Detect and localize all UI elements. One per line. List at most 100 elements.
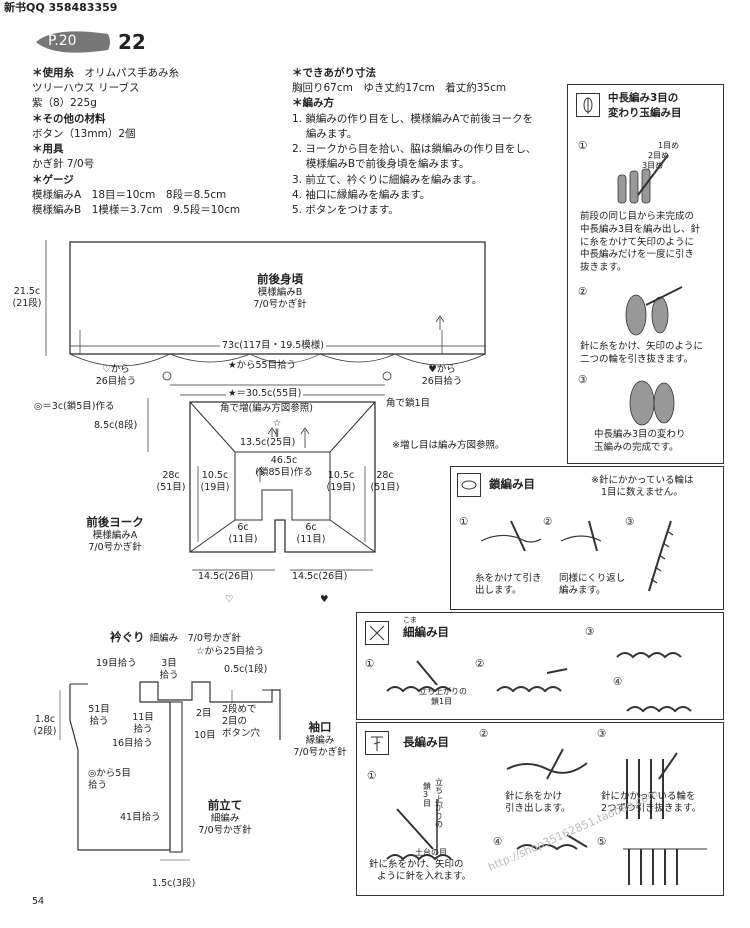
stitch-box-chain: 鎖編み目 ※針にかかっている輪は 1目に数えません。 ① ② ③ 糸をかけて引き… bbox=[450, 466, 724, 610]
puff-desc-1-l2: 中長編み3目を編み出し、針 bbox=[580, 223, 701, 235]
side-outer-left: 28c (51目) bbox=[156, 470, 186, 494]
pick-center: ★から55目拾う bbox=[228, 360, 297, 371]
sc-illustrations bbox=[386, 652, 692, 713]
dc-desc-3-l2: 2つずつ引き抜きます。 bbox=[601, 802, 702, 814]
tools-value: かぎ針 7/0号 bbox=[32, 158, 95, 171]
body-label: 前後身頃 模様編みB 7/0号かぎ針 bbox=[200, 272, 360, 311]
puff-stitch-icon bbox=[576, 93, 600, 117]
puff-lbl-2: 2目め bbox=[648, 151, 670, 160]
puff-step-3-illustration bbox=[629, 380, 675, 426]
puff-step-1-num: ① bbox=[578, 140, 588, 152]
inc-note: ※増し目は編み方図参照。 bbox=[392, 440, 505, 451]
pick-51: 51目 拾う bbox=[84, 704, 114, 728]
page-ref: P.20 bbox=[48, 33, 77, 49]
gauge-a: 模様編みA 18目＝10cm 8段＝8.5cm bbox=[32, 188, 227, 201]
collar-height: 0.5c(1段) bbox=[224, 664, 268, 675]
pick-5a: ◎から5目 bbox=[88, 768, 131, 779]
corner-chain: 角で鎖1目 bbox=[386, 398, 431, 409]
chain-start: 46.5c (鎖85目)作る bbox=[252, 455, 316, 479]
body-hook: 7/0号かぎ針 bbox=[253, 298, 307, 310]
side-outer-right: 28c (51目) bbox=[370, 470, 400, 494]
puff-title: 中長編み3目の 変わり玉編み目 bbox=[608, 91, 682, 121]
step-2: 2. ヨークから目を拾い、脇は鎖編みの作り目をし、 bbox=[292, 143, 537, 156]
dc-step-4-num: ④ bbox=[493, 836, 503, 848]
side-inner-left-cm: 10.5c bbox=[201, 470, 229, 481]
side-inner-right-sts: (19目) bbox=[326, 481, 356, 493]
cuff-width: 1.8c (2段) bbox=[30, 714, 60, 738]
cuff-width-rows: (2段) bbox=[33, 725, 57, 737]
sc-note: 立ち上がりの 鎖1目 bbox=[419, 687, 467, 706]
dc-step-5-num: ⑤ bbox=[597, 836, 607, 848]
puff-desc-1-l5: 抜きます。 bbox=[580, 262, 627, 274]
puff-desc-1-l3: に糸をかけて矢印のように bbox=[580, 236, 695, 248]
stitch-box-dc: 長編み目 ① ② ③ ④ ⑤ 立ち上がりの 鎖3目 土台の目 針に糸をかけ、矢印… bbox=[356, 722, 724, 896]
pick-19: 19目拾う bbox=[96, 658, 137, 669]
pattern-number: 22 bbox=[118, 30, 146, 54]
pick-5: ◎から5目 拾う bbox=[88, 768, 131, 792]
pick-5b: 拾う bbox=[88, 779, 108, 791]
pick-3b: 拾う bbox=[159, 669, 179, 681]
page-number: 54 bbox=[32, 896, 45, 907]
puff-step-1-illustration bbox=[617, 154, 669, 204]
step-2b: 模様編みBで前後身頃を編みます。 bbox=[292, 158, 470, 171]
puff-desc-1-l4: 中長編みだけを一度に引き bbox=[580, 249, 695, 261]
band-spec2: 7/0号かぎ針 bbox=[198, 824, 252, 836]
side-inner-right: 10.5c (19目) bbox=[324, 470, 358, 494]
puff-step-2-num: ② bbox=[578, 286, 588, 298]
pick-11: 11目 拾う bbox=[128, 712, 158, 736]
pick-left: ♡から 26目拾う bbox=[86, 364, 146, 388]
pick-right-1: ♥から bbox=[428, 364, 456, 375]
cuff-label: 袖口 縁編み 7/0号かぎ針 bbox=[280, 720, 360, 759]
stitch-box-puff: 中長編み3目の 変わり玉編み目 ① 1目め 2目め 3目め 前段の同じ目から未完… bbox=[567, 84, 724, 464]
dc-desc-1: 針に糸をかけ、矢印の ように針を入れます。 bbox=[369, 859, 471, 883]
puff-desc-3-l1: 中長編み3目の変わり bbox=[594, 429, 686, 440]
body-pattern: 模様編みB bbox=[257, 286, 303, 298]
dc-desc-3-l1: 針にかかっている輪を bbox=[601, 791, 696, 802]
yoke-outline bbox=[189, 401, 376, 553]
collar-spec: 細編み 7/0号かぎ針 bbox=[149, 633, 241, 644]
dc-base: 土台の目 bbox=[415, 848, 447, 857]
body-panel bbox=[69, 241, 486, 355]
buttonhole-c: ボタン穴 bbox=[222, 727, 261, 739]
puff-title-1: 中長編み3目の bbox=[608, 92, 679, 104]
collar-label: 衿ぐり 細編み 7/0号かぎ針 bbox=[110, 626, 241, 645]
left-chain: ◎＝3c(鎖5目)作る bbox=[34, 401, 115, 412]
chain-note: ※針にかかっている輪は 1目に数えません。 bbox=[591, 475, 694, 499]
materials-block: ＊使用糸 オリムパス手あみ糸 ツリーハウス リーブス 紫（8）225g ＊その他… bbox=[32, 66, 240, 218]
finished-block: ＊できあがり寸法 胸回り67cm ゆき丈約17cm 着丈約35cm ＊編み方 1… bbox=[292, 66, 536, 218]
finishing-lines bbox=[59, 681, 281, 861]
puff-step-3-num: ③ bbox=[578, 374, 588, 386]
yoke-top-width: ★＝30.5c(55目) bbox=[226, 388, 304, 400]
puff-lbl-3: 3目め bbox=[642, 161, 664, 170]
side-inner-left: 10.5c (19目) bbox=[198, 470, 232, 494]
pick-right-2: 26目拾う bbox=[421, 375, 463, 387]
rows-2: 2目 bbox=[196, 708, 212, 719]
puff-desc-2-l1: 針に糸をかけ、矢印のように bbox=[580, 341, 704, 352]
bottom-right: 14.5c(26目) bbox=[292, 571, 348, 583]
puff-lbl-1: 1目め bbox=[658, 141, 680, 150]
dc-desc-1-l1: 針に糸をかけ、矢印の bbox=[369, 859, 464, 870]
finished-heading: ＊できあがり寸法 bbox=[292, 67, 376, 79]
rows-10: 10目 bbox=[194, 730, 216, 741]
puff-desc-1: 前段の同じ目から未完成の 中長編み3目を編み出し、針 に糸をかけて矢印のように … bbox=[580, 211, 700, 275]
chain-step-3-num: ③ bbox=[625, 516, 635, 528]
pick-left-2: 26目拾う bbox=[95, 375, 137, 387]
finished-value: 胸回り67cm ゆき丈約17cm 着丈約35cm bbox=[292, 82, 507, 95]
body-height-cm: 21.5c bbox=[13, 286, 41, 297]
pick-16: 16目拾う bbox=[112, 738, 153, 749]
pick-11b: 拾う bbox=[133, 723, 153, 735]
sc-step-3-num: ③ bbox=[585, 626, 595, 638]
body-height-rows: (21段) bbox=[12, 297, 42, 309]
top-watermark: 新书QQ 358483359 bbox=[4, 1, 118, 14]
pick-51b: 拾う bbox=[89, 715, 109, 727]
dc-desc-2-l1: 針に糸をかけ bbox=[505, 791, 563, 802]
chain-desc-2: 同様にくり返し 編みます。 bbox=[559, 573, 625, 597]
front-right-sts: (11目) bbox=[296, 533, 326, 545]
step-3: 3. 前立て、衿ぐりに細編みを編みます。 bbox=[292, 173, 483, 186]
chain-desc-2-l1: 同様にくり返し bbox=[559, 573, 626, 584]
heart-black: ♥ bbox=[320, 594, 329, 605]
leaf-badge-icon bbox=[36, 31, 110, 53]
buttonhole-a: 2段めで bbox=[222, 704, 257, 715]
cuff-spec2: 7/0号かぎ針 bbox=[293, 746, 347, 758]
schematic-lines bbox=[45, 240, 486, 571]
